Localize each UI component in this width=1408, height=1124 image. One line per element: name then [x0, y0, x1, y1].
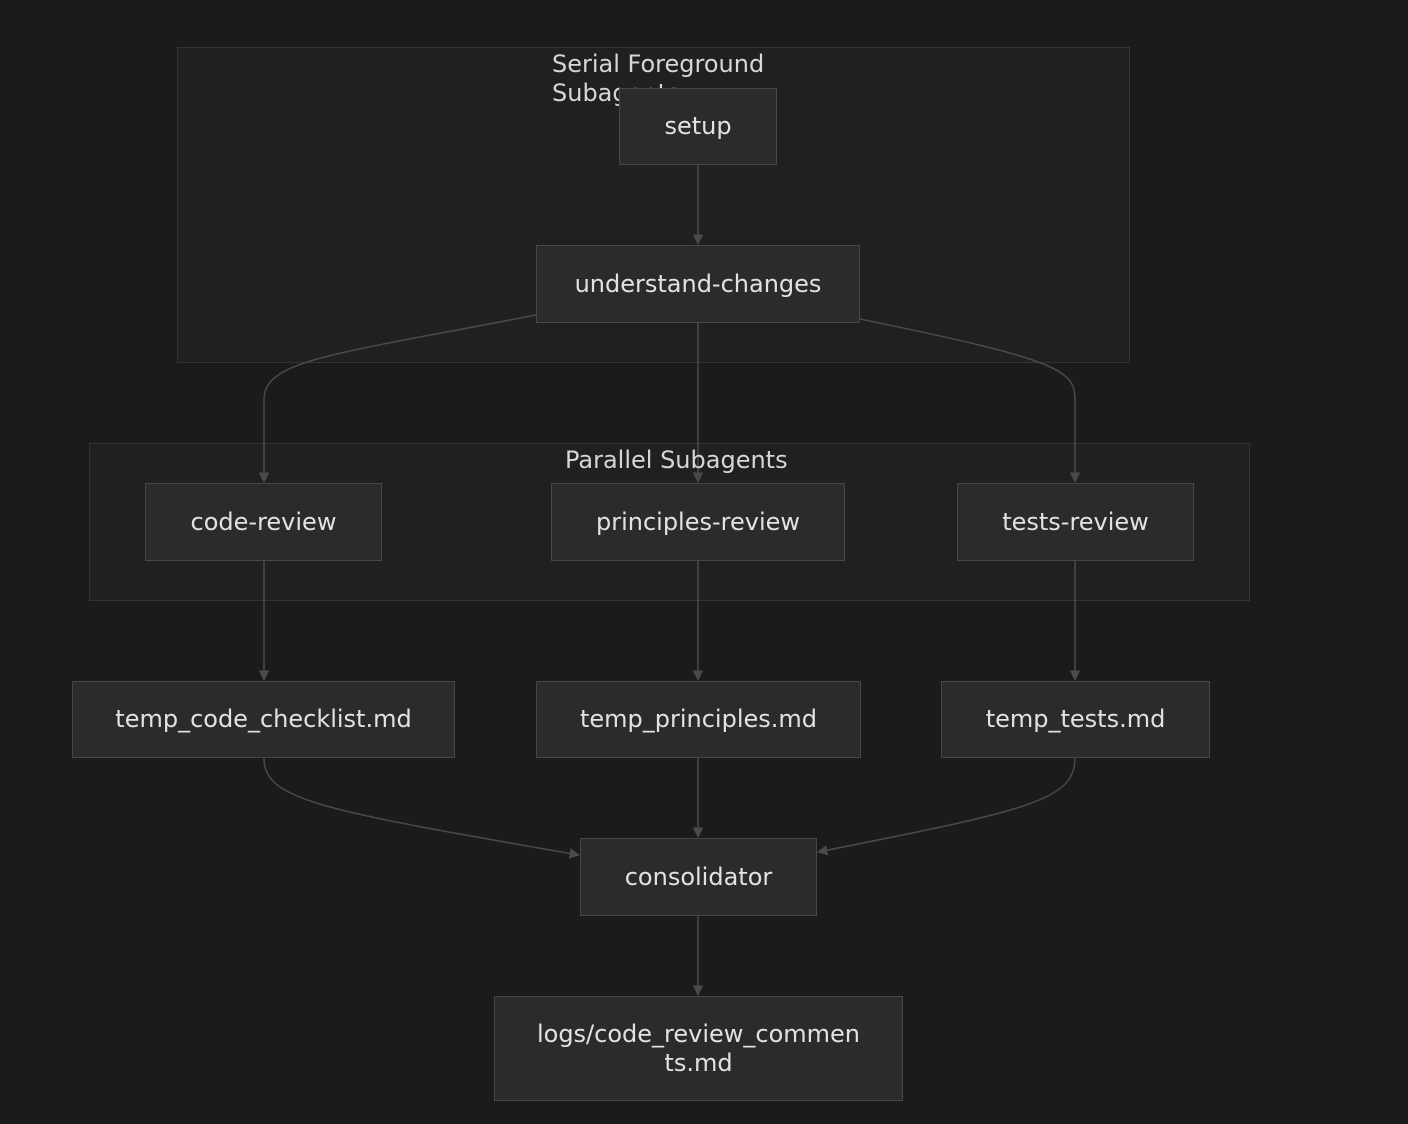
node-temp-code-checklist[interactable]: temp_code_checklist.md — [72, 681, 455, 758]
node-temp-tests[interactable]: temp_tests.md — [941, 681, 1210, 758]
edge-temp-code-checklist-to-consolidator — [263, 757, 581, 859]
edge-temp-tests-to-consolidator — [816, 757, 1076, 856]
node-understand-changes[interactable]: understand-changes — [536, 245, 860, 323]
cluster-label-parallel: Parallel Subagents — [565, 446, 788, 474]
node-code-review[interactable]: code-review — [145, 483, 382, 561]
node-principles-review[interactable]: principles-review — [551, 483, 845, 561]
node-setup[interactable]: setup — [619, 88, 777, 165]
node-temp-principles[interactable]: temp_principles.md — [536, 681, 861, 758]
edge-understand-changes-to-code-review — [258, 314, 537, 484]
edge-understand-changes-to-tests-review — [859, 318, 1081, 484]
node-consolidator[interactable]: consolidator — [580, 838, 817, 916]
node-logs-output[interactable]: logs/code_review_commen ts.md — [494, 996, 903, 1101]
node-tests-review[interactable]: tests-review — [957, 483, 1194, 561]
